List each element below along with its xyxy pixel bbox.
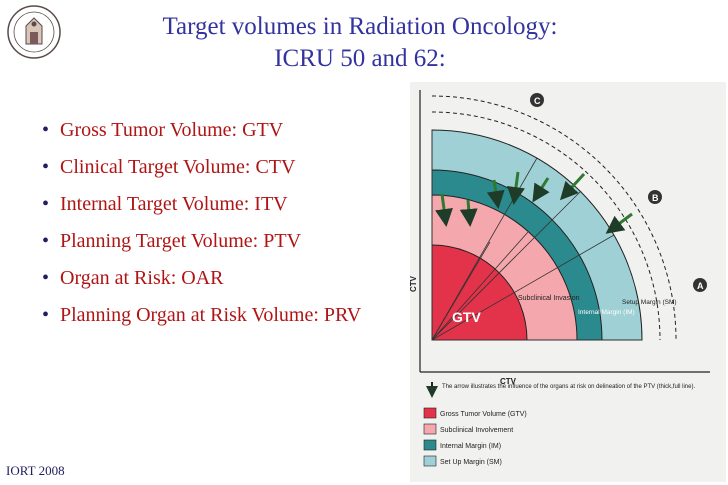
bullet-icon: • <box>42 304 50 326</box>
bullet-text: Gross Tumor Volume: GTV <box>60 119 284 141</box>
bullet-icon: • <box>42 193 50 215</box>
bullet-item: • Internal Target Volume: ITV <box>40 192 390 216</box>
bullet-text: Planning Organ at Risk Volume: PRV <box>60 304 362 326</box>
marker-a-label: A <box>697 281 704 291</box>
bullet-item: • Planning Organ at Risk Volume: PRV <box>40 303 390 327</box>
slide-title-line-2: ICRU 50 and 62: <box>274 45 446 72</box>
y-axis-label: CTV <box>410 275 418 292</box>
bullet-icon: • <box>42 267 50 289</box>
bullet-list: • Gross Tumor Volume: GTV • Clinical Targe… <box>40 118 390 340</box>
legend-label-gtv: Gross Tumor Volume (GTV) <box>440 411 527 418</box>
setup-margin-label: Setup Margin (SM) <box>622 299 677 306</box>
bullet-item: • Planning Target Volume: PTV <box>40 229 390 253</box>
marker-b-label: B <box>652 193 659 203</box>
bullet-icon: • <box>42 156 50 178</box>
bullet-item: • Clinical Target Volume: CTV <box>40 155 390 179</box>
bullet-text: Organ at Risk: OAR <box>60 267 224 289</box>
gtv-label: GTV <box>452 309 481 325</box>
bullet-item: • Gross Tumor Volume: GTV <box>40 118 390 142</box>
bullet-text: Clinical Target Volume: CTV <box>60 156 296 178</box>
legend: Gross Tumor Volume (GTV) Subclinical Inv… <box>423 407 527 467</box>
university-seal-logo <box>7 5 61 59</box>
bullet-text: Internal Target Volume: ITV <box>60 193 288 215</box>
legend-label-internal: Internal Margin (IM) <box>440 443 501 450</box>
subclinical-label: Subclinical Invasion <box>518 295 580 302</box>
bullet-icon: • <box>42 119 50 141</box>
arrow-caption-line: The arrow illustrates the influence of t… <box>442 384 695 390</box>
internal-margin-label: Internal Margin (IM) <box>578 309 635 316</box>
slide-title-line-1: Target volumes in Radiation Oncology: <box>162 13 558 40</box>
marker-c-label: C <box>534 96 541 106</box>
legend-label-subclinical: Subclinical Involvement <box>440 427 513 434</box>
icru-volumes-diagram: GTV Subclinical Invasion Internal Margin… <box>410 82 726 482</box>
bullet-text: Planning Target Volume: PTV <box>60 230 302 252</box>
arrow-caption: The arrow illustrates the influence of t… <box>442 384 695 390</box>
legend-label-setup: Set Up Margin (SM) <box>440 459 502 466</box>
bullet-icon: • <box>42 230 50 252</box>
x-axis-label: CTV <box>500 377 517 386</box>
footer-label: IORT 2008 <box>6 463 65 478</box>
bullet-item: • Organ at Risk: OAR <box>40 266 390 290</box>
